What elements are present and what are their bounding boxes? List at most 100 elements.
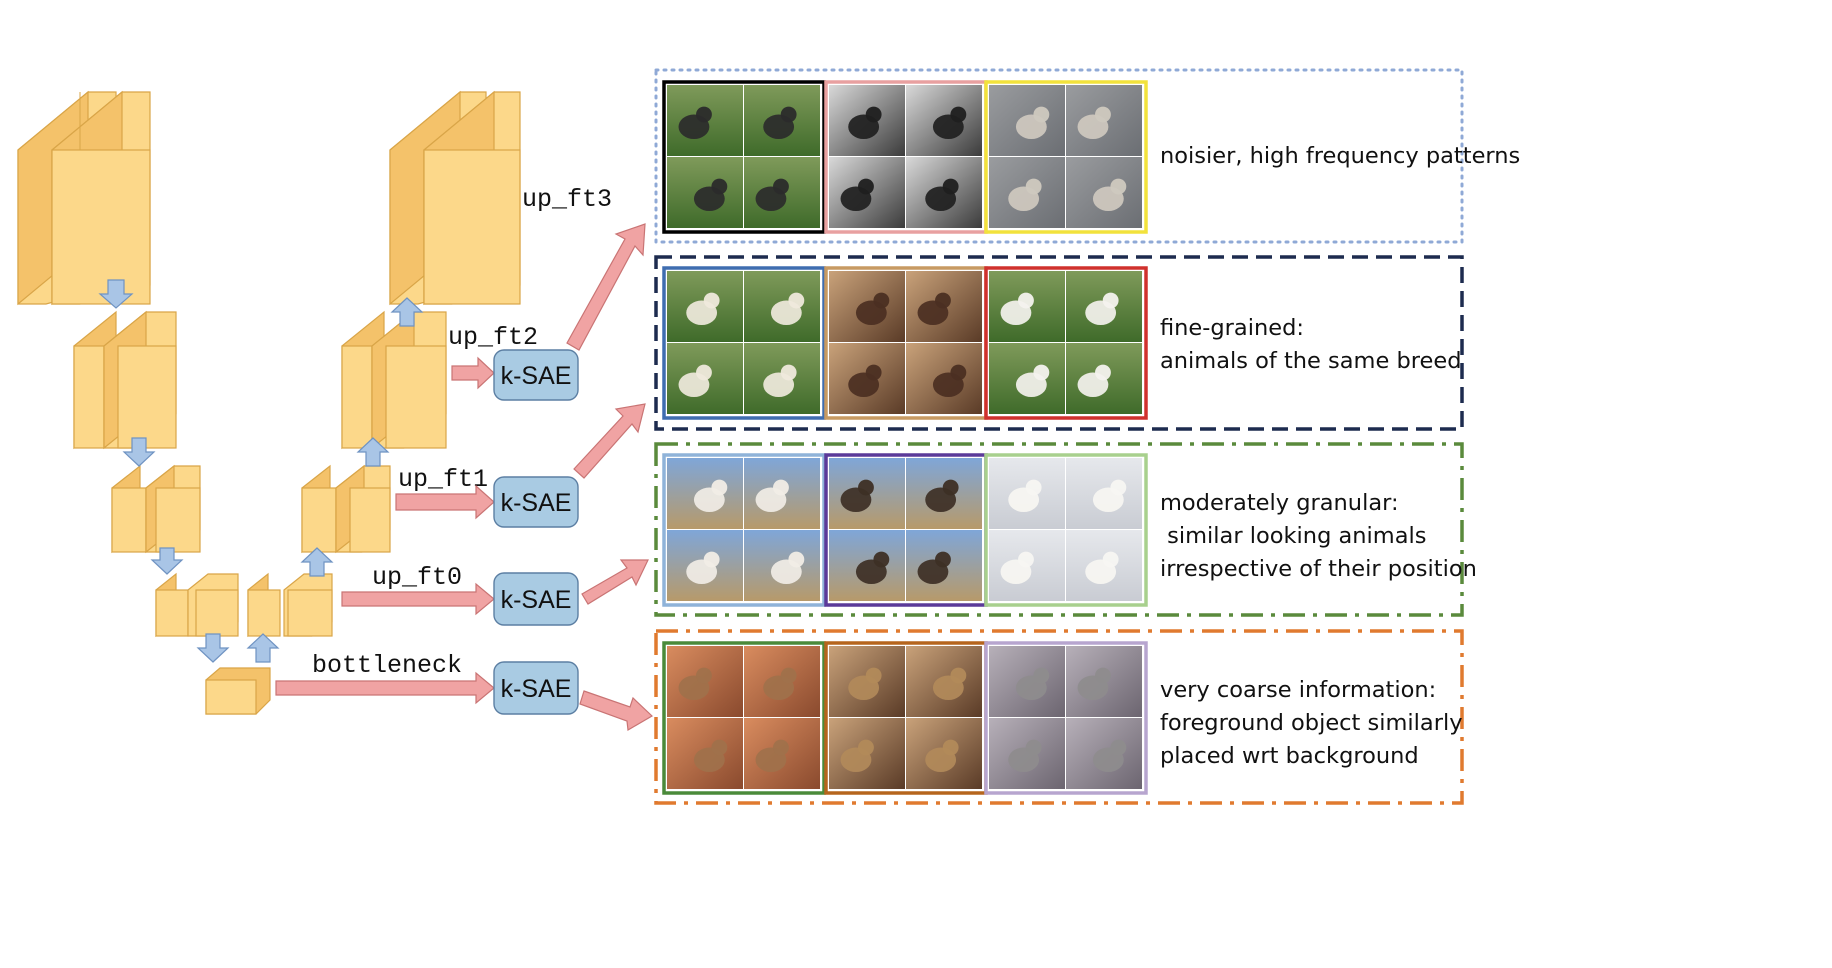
image-group-4-1 [662,641,826,795]
photo-thumbnail [829,646,905,717]
photo-thumbnail [744,458,820,529]
up-arrow-icon [356,437,390,467]
photo-thumbnail [906,343,982,414]
sae-box [493,476,579,528]
sae-box [493,349,579,401]
decoder-level-0 [247,572,333,638]
panel-description-up-ft3: noisier, high frequency patterns [1160,140,1520,173]
feature-map-front [155,589,189,637]
photo-thumbnail [744,530,820,601]
photo-thumbnail [989,646,1065,717]
photo-thumbnail [989,157,1065,228]
photo-thumbnail [989,718,1065,789]
label-up-ft0: up_ft0 [372,563,462,592]
image-group-3-3 [984,453,1148,607]
photo-thumbnail [667,85,743,156]
photo-thumbnail [989,343,1065,414]
encoder-level-3 [111,464,201,554]
photo-thumbnail [667,530,743,601]
photo-thumbnail [906,85,982,156]
image-frame [984,80,1148,234]
image-frame [662,453,826,607]
photo-thumbnail [906,718,982,789]
feature-map-front [73,345,105,449]
photo-thumbnail [667,718,743,789]
photo-thumbnail [744,718,820,789]
sae-box-up-ft1: k-SAE [493,476,579,528]
down-arrow-icon [196,633,230,663]
photo-thumbnail [667,646,743,717]
up-arrow-icon [390,297,424,327]
image-group-4-3 [984,641,1148,795]
decoder-level-2 [341,310,447,450]
photo-thumbnail [1066,343,1142,414]
panel-description-up-ft1: moderately granular: similar looking ani… [1160,487,1477,586]
encoder-level-4 [155,572,239,638]
down-arrow-icon [150,547,184,575]
sae-box-up-ft2: k-SAE [493,349,579,401]
feature-map-front [247,589,281,637]
image-frame [984,641,1148,795]
panel-description-bottleneck: very coarse information: foreground obje… [1160,674,1463,773]
photo-thumbnail [829,271,905,342]
photo-thumbnail [1066,646,1142,717]
panel-border-up-ft2 [654,255,1464,431]
label-up-ft1: up_ft1 [398,465,488,494]
sae-input-arrows [275,356,495,705]
photo-thumbnail [744,343,820,414]
arrow-to-panel-1 [566,223,646,351]
photo-thumbnail [906,530,982,601]
feature-map-front [385,345,447,449]
photo-thumbnail [1066,271,1142,342]
image-group-2-2 [824,266,988,420]
label-up-ft2: up_ft2 [448,323,538,352]
photo-thumbnail [989,85,1065,156]
feature-map-front [301,487,337,553]
feature-map-front [155,487,201,553]
sae-box-up-ft0: k-SAE [493,572,579,626]
image-group-3-2 [824,453,988,607]
photo-thumbnail [744,85,820,156]
panel-description-up-ft2: fine-grained: animals of the same breed [1160,312,1461,378]
sae-label: k-SAE [501,586,572,614]
image-frame [662,266,826,420]
feature-map-front [51,149,151,305]
photo-thumbnail [829,718,905,789]
right-arrow-icon [451,356,495,390]
feature-map-front [117,345,177,449]
down-arrow-icon [122,437,156,467]
image-frame [984,266,1148,420]
photo-thumbnail [667,458,743,529]
sae-box [493,572,579,626]
feature-map-front [111,487,147,553]
decoder-level-3 [389,90,521,306]
image-group-4-2 [824,641,988,795]
arrow-to-panel-3 [581,559,649,605]
feature-map-front [341,345,373,449]
label-up-ft3: up_ft3 [522,185,612,214]
arrow-to-panel-4 [579,690,653,731]
image-frame [662,641,826,795]
panel-body: animals of the same breed [1160,348,1462,374]
feature-map-front [423,149,521,305]
label-bottleneck: bottleneck [312,651,462,680]
photo-thumbnail [1066,530,1142,601]
image-group-1-3 [984,80,1148,234]
up-arrow-icon [300,547,334,577]
feature-map-front [287,589,333,637]
photo-thumbnail [989,530,1065,601]
photo-thumbnail [667,157,743,228]
panel-heading: fine-grained: [1160,315,1304,341]
arrow-to-panel-2 [573,403,646,479]
image-frame [662,80,826,234]
photo-thumbnail [989,271,1065,342]
photo-thumbnail [1066,718,1142,789]
photo-thumbnail [829,530,905,601]
sae-box-bottleneck: k-SAE [493,661,579,715]
photo-thumbnail [906,646,982,717]
bottleneck-block [205,667,271,715]
photo-thumbnail [829,343,905,414]
panel-output-arrows [566,223,653,731]
unet-flow-arrows [98,279,424,663]
